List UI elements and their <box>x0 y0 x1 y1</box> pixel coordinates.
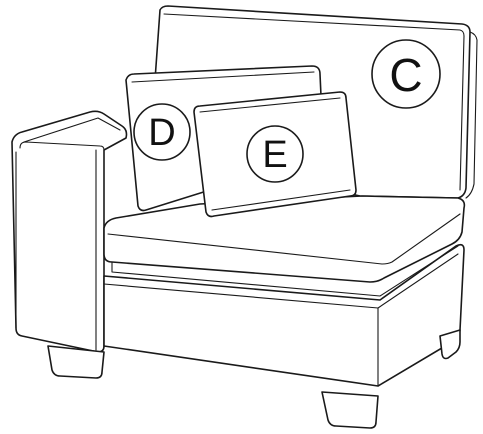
callout-d: D <box>133 103 191 161</box>
callout-e: E <box>246 125 304 183</box>
sofa-legs <box>47 329 461 429</box>
callout-c-label: C <box>389 49 422 101</box>
callout-c: C <box>371 39 441 109</box>
left-arm <box>11 110 128 353</box>
seat-cushion <box>103 195 466 297</box>
callout-e-label: E <box>262 134 287 176</box>
callout-d-label: D <box>148 112 175 154</box>
